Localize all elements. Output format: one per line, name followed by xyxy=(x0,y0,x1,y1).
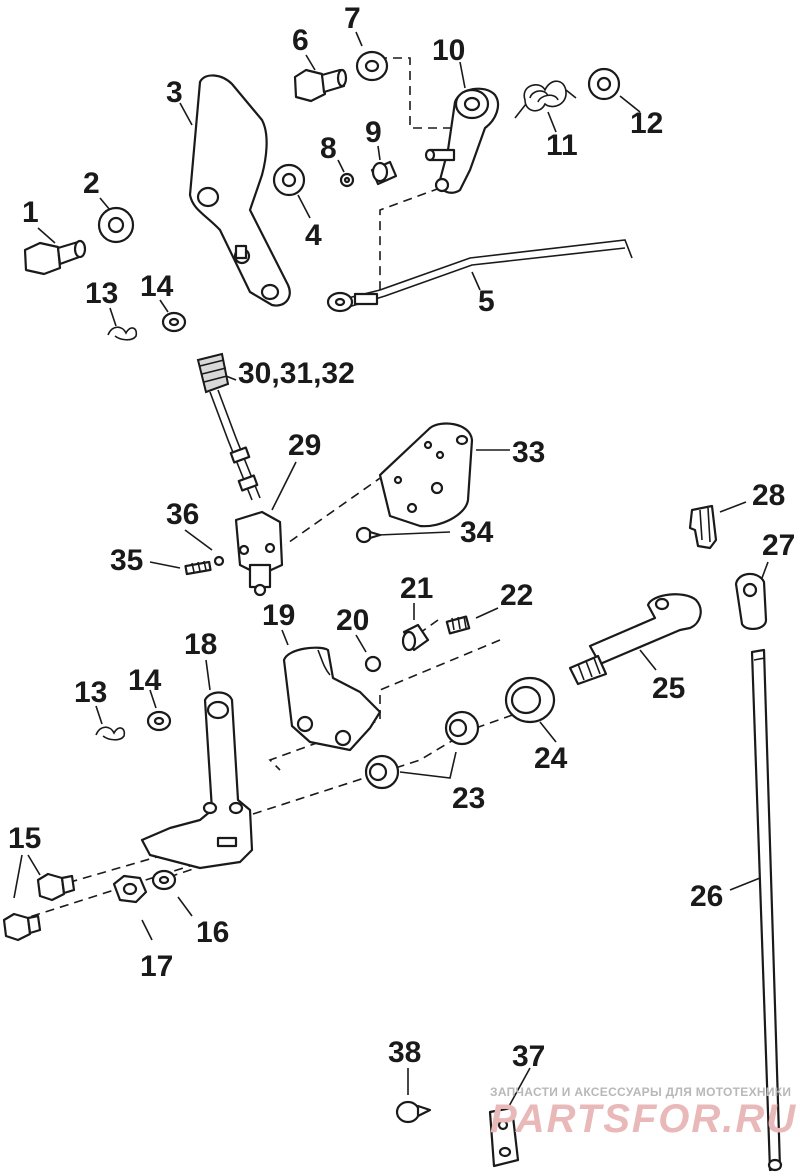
callout-8: 8 xyxy=(320,132,337,165)
part-14-washer-lower xyxy=(146,710,172,732)
callout-19: 19 xyxy=(262,599,295,632)
callout-1: 1 xyxy=(22,196,39,229)
part-23-bushings xyxy=(364,710,480,790)
part-21-bushing xyxy=(401,623,430,652)
callout-13-lower: 13 xyxy=(74,676,107,709)
part-22-screw xyxy=(445,615,471,635)
part-34-screw xyxy=(355,526,382,544)
callout-26: 26 xyxy=(690,880,723,913)
callout-5: 5 xyxy=(478,285,495,318)
part-30-31-32-sender xyxy=(196,352,261,501)
callout-30-31-32: 30,31,32 xyxy=(238,357,355,390)
callout-27: 27 xyxy=(762,529,795,562)
callout-36: 36 xyxy=(166,498,199,531)
part-17-nut xyxy=(112,874,148,904)
callout-10: 10 xyxy=(432,34,465,67)
part-7-washer xyxy=(355,50,389,82)
part-1-bolt xyxy=(23,239,87,276)
callout-33: 33 xyxy=(512,436,545,469)
callout-35: 35 xyxy=(110,544,143,577)
watermark-tagline: ЗАПЧАСТИ И АКСЕССУАРЫ ДЛЯ МОТОТЕХНИКИ xyxy=(490,1085,791,1099)
callout-3: 3 xyxy=(166,76,183,109)
part-33-bracket xyxy=(378,422,474,528)
part-18-shift-lever xyxy=(140,691,254,870)
part-11-spring xyxy=(514,80,577,119)
callout-29: 29 xyxy=(288,429,321,462)
part-38-screw xyxy=(395,1100,432,1124)
part-27-rod-end xyxy=(734,572,768,630)
part-4-washer xyxy=(272,163,306,197)
callout-22: 22 xyxy=(500,579,533,612)
callout-20: 20 xyxy=(336,604,369,637)
callout-15: 15 xyxy=(8,822,41,855)
callout-38: 38 xyxy=(388,1036,421,1069)
part-36-ring xyxy=(213,555,225,567)
callout-34: 34 xyxy=(460,516,494,549)
callout-16: 16 xyxy=(196,916,229,949)
callout-37: 37 xyxy=(512,1040,545,1073)
part-2-washer xyxy=(97,206,135,244)
part-29-switch xyxy=(234,510,284,597)
part-13-clip-top xyxy=(107,326,138,341)
part-14-washer-top xyxy=(161,311,187,333)
part-16-washer xyxy=(151,869,177,891)
leader-lines xyxy=(13,31,769,1109)
part-8-nut xyxy=(339,172,355,188)
part-5-link-rod xyxy=(326,239,633,313)
part-24-bushing xyxy=(504,676,556,724)
part-25-shaft xyxy=(568,593,702,686)
callout-23: 23 xyxy=(452,782,485,815)
part-19-cam-bracket xyxy=(282,646,382,752)
callout-14-top: 14 xyxy=(140,270,174,303)
callout-21: 21 xyxy=(400,572,433,605)
callout-11: 11 xyxy=(546,129,578,162)
part-26-shift-rod xyxy=(750,648,783,1172)
part-12-washer xyxy=(587,67,621,101)
callout-6: 6 xyxy=(292,24,309,57)
part-37-plate xyxy=(488,1106,520,1168)
callout-17: 17 xyxy=(140,950,173,983)
callout-24: 24 xyxy=(534,742,568,775)
callout-labels: 1 2 3 4 5 6 7 8 9 10 11 12 13 14 30,31,3… xyxy=(8,2,795,1073)
part-20-ball xyxy=(364,655,382,673)
callout-25: 25 xyxy=(652,672,685,705)
watermark: ЗАПЧАСТИ И АКСЕССУАРЫ ДЛЯ МОТОТЕХНИКИ PA… xyxy=(490,1085,797,1141)
callout-7: 7 xyxy=(344,2,361,35)
callout-12: 12 xyxy=(630,107,663,140)
callout-28: 28 xyxy=(752,479,785,512)
callout-2: 2 xyxy=(83,167,100,200)
part-13-clip-lower xyxy=(95,726,126,741)
part-3-lever-plate xyxy=(188,74,291,307)
part-6-bolt xyxy=(293,68,348,103)
part-9-bushing xyxy=(370,160,398,186)
callout-14-lower: 14 xyxy=(128,664,162,697)
watermark-logo: PARTSFOR.RU xyxy=(490,1097,797,1141)
callout-13-top: 13 xyxy=(85,277,118,310)
part-35-screw xyxy=(184,560,212,576)
callout-4: 4 xyxy=(305,219,322,252)
callout-9: 9 xyxy=(365,116,382,149)
part-10-cam-lever xyxy=(424,87,500,194)
part-28-clip xyxy=(688,504,718,550)
part-15-bolts xyxy=(2,872,76,942)
callout-18: 18 xyxy=(184,628,217,661)
